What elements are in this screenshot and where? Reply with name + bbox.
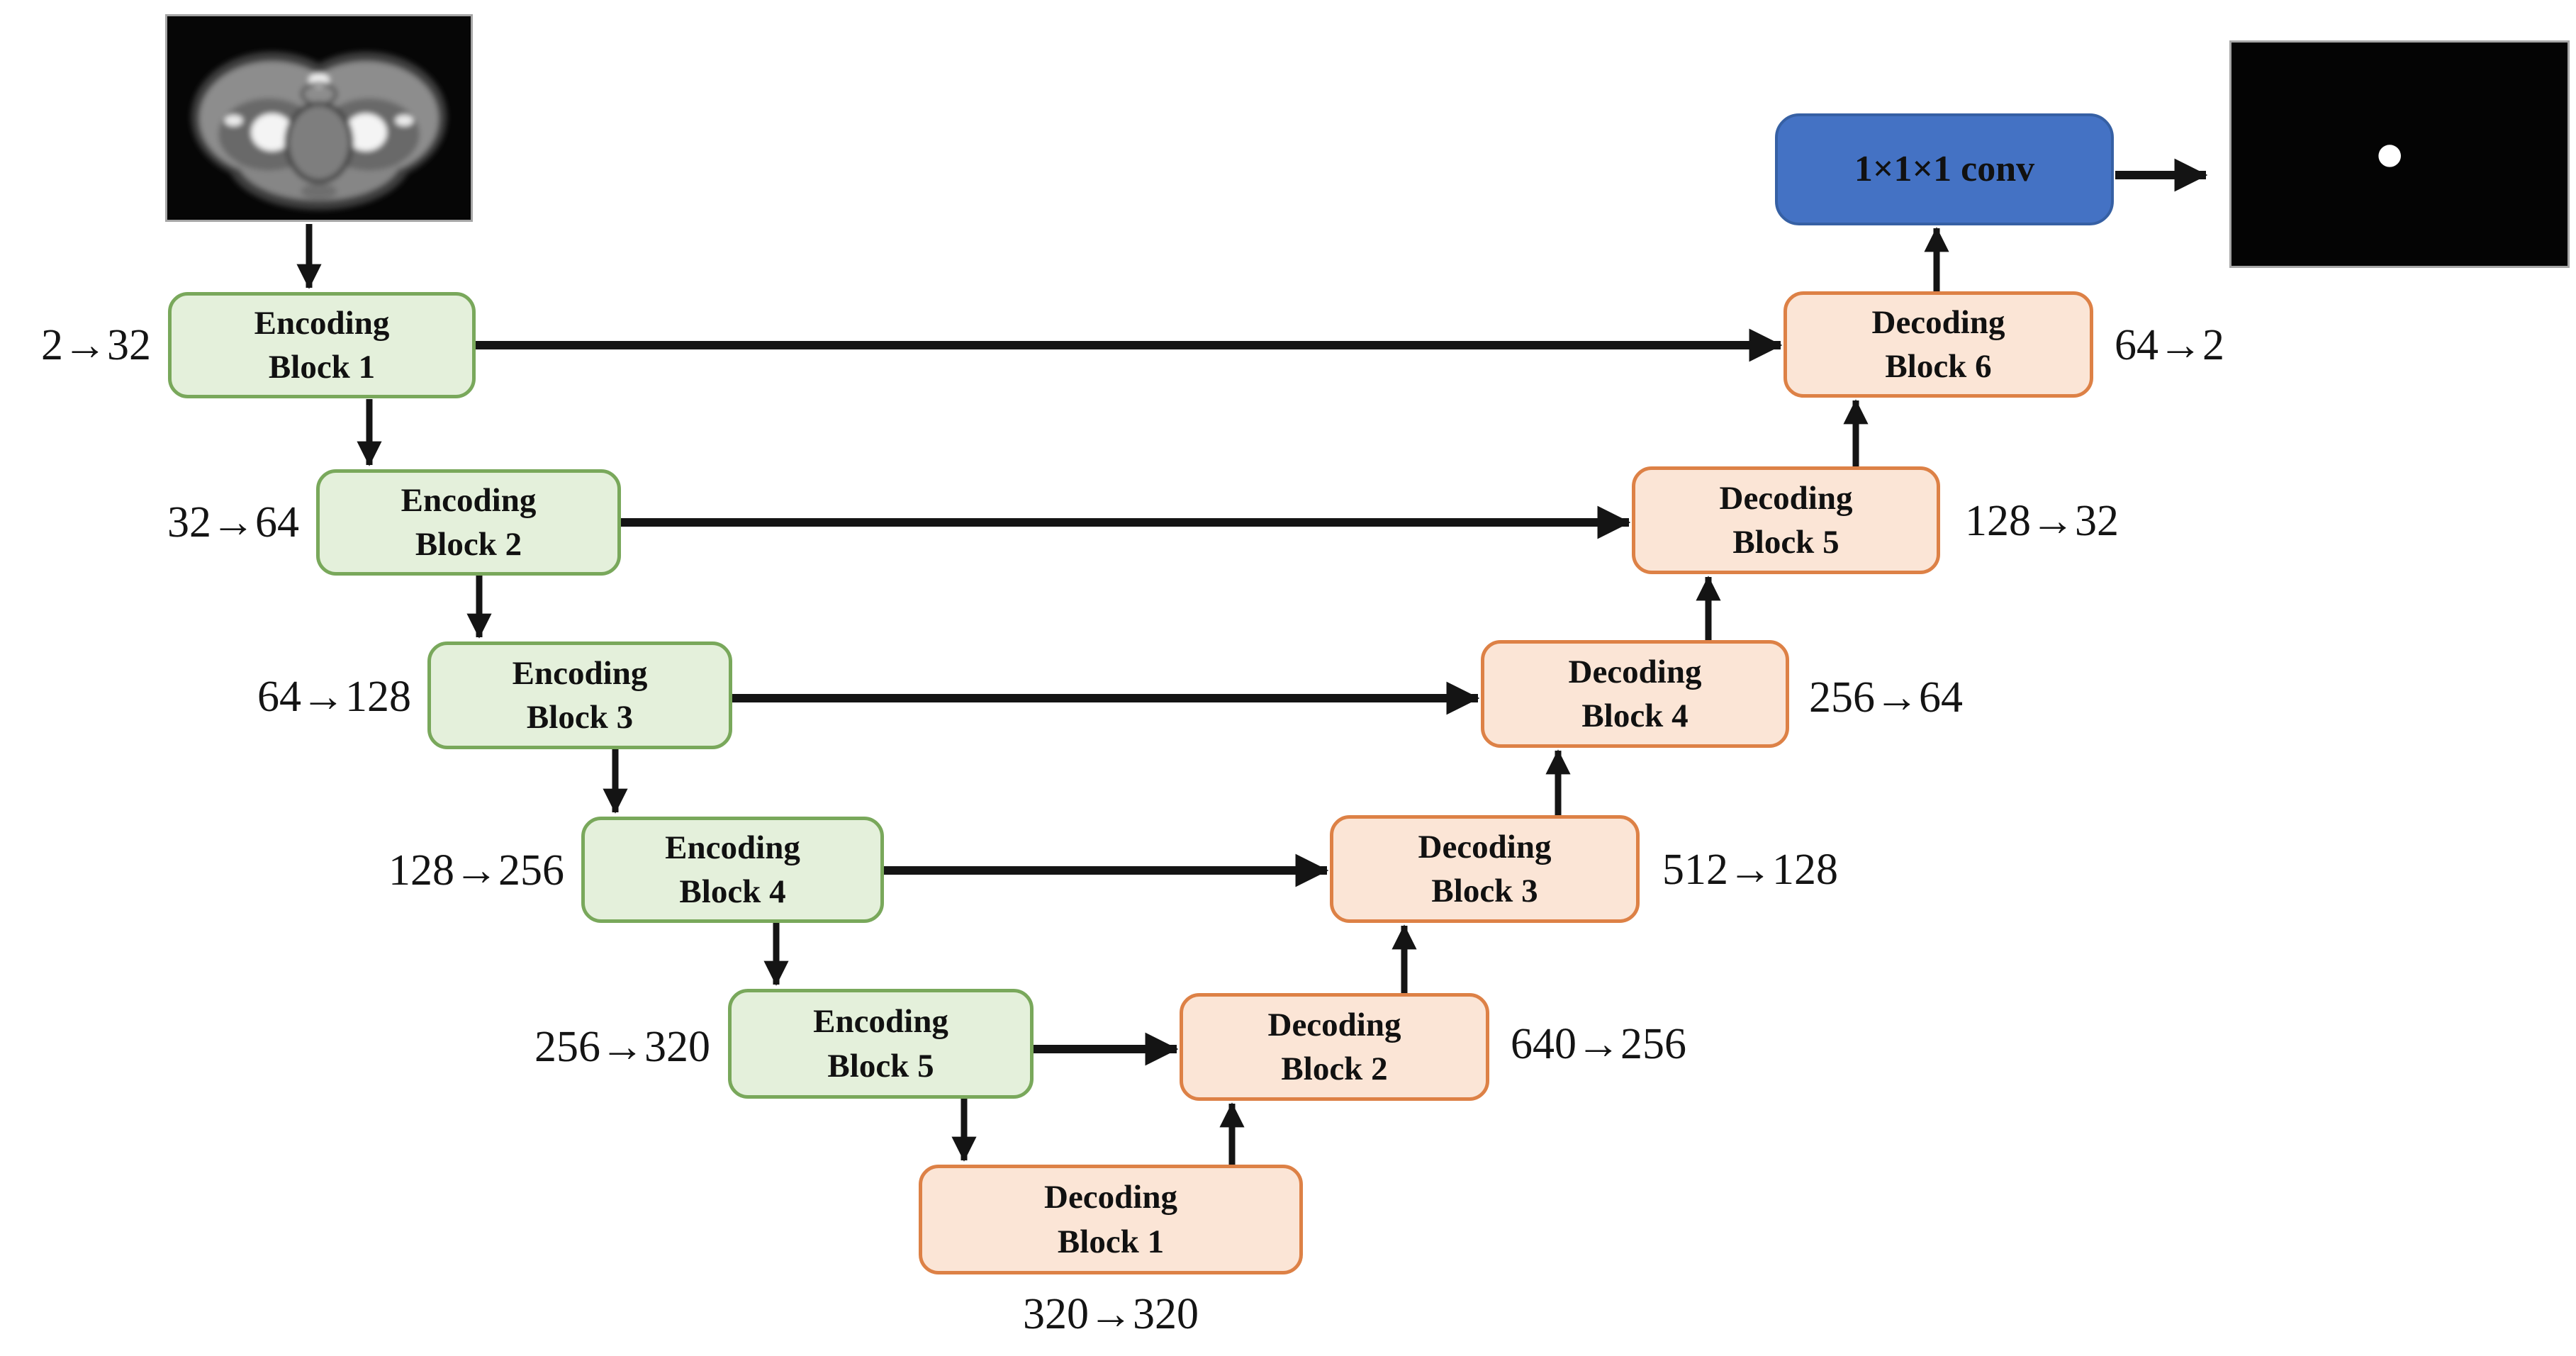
conv-1x1x1-block: 1×1×1 conv xyxy=(1775,113,2114,225)
encoding-block-2: Encoding Block 2 xyxy=(316,469,621,576)
decoding-block-2-label: Decoding Block 2 xyxy=(1267,1006,1401,1087)
channels-label-enc1: 2→32 xyxy=(41,321,151,369)
input-ct-slice-image xyxy=(165,14,473,222)
decoding-block-4: Decoding Block 4 xyxy=(1481,640,1789,748)
decoding-block-2: Decoding Block 2 xyxy=(1180,993,1489,1101)
channels-label-enc3: 64→128 xyxy=(257,673,411,721)
channels-label-dec6: 64→2 xyxy=(2115,321,2224,369)
segmentation-mask-graphic xyxy=(2231,43,2567,266)
encoding-block-3: Encoding Block 3 xyxy=(427,641,732,749)
decoding-block-3-label: Decoding Block 3 xyxy=(1418,828,1552,909)
conv-1x1x1-label: 1×1×1 conv xyxy=(1854,148,2035,189)
encoding-block-4-label: Encoding Block 4 xyxy=(665,829,800,910)
encoding-block-2-label: Encoding Block 2 xyxy=(401,481,537,563)
channels-label-dec3: 512→128 xyxy=(1662,846,1838,894)
encoding-block-5: Encoding Block 5 xyxy=(728,989,1034,1099)
decoding-block-5-label: Decoding Block 5 xyxy=(1719,479,1853,561)
channels-label-enc2: 32→64 xyxy=(167,498,299,547)
decoding-block-1-label: Decoding Block 1 xyxy=(1044,1179,1177,1260)
channels-label-dec2: 640→256 xyxy=(1511,1020,1686,1068)
encoding-block-1-label: Encoding Block 1 xyxy=(254,304,390,386)
encoding-block-5-label: Encoding Block 5 xyxy=(813,1003,948,1085)
channels-label-dec5: 128→32 xyxy=(1965,497,2119,545)
channels-label-dec4: 256→64 xyxy=(1809,673,1963,722)
output-segmentation-image xyxy=(2229,40,2570,268)
decoding-block-4-label: Decoding Block 4 xyxy=(1568,653,1702,734)
encoding-block-4: Encoding Block 4 xyxy=(581,817,884,923)
channels-label-enc5: 256→320 xyxy=(534,1023,710,1071)
decoding-block-5: Decoding Block 5 xyxy=(1632,466,1940,574)
encoding-block-3-label: Encoding Block 3 xyxy=(512,654,648,736)
encoding-block-1: Encoding Block 1 xyxy=(168,292,476,398)
channels-label-dec1: 320→320 xyxy=(1023,1290,1199,1338)
decoding-block-6-label: Decoding Block 6 xyxy=(1871,303,2005,385)
channels-label-enc4: 128→256 xyxy=(388,846,564,895)
decoding-block-3: Decoding Block 3 xyxy=(1330,815,1640,923)
decoding-block-6: Decoding Block 6 xyxy=(1783,291,2093,398)
segmentation-dot xyxy=(2378,145,2401,167)
ct-slice-graphic xyxy=(167,16,471,220)
decoding-block-1: Decoding Block 1 xyxy=(919,1165,1303,1274)
